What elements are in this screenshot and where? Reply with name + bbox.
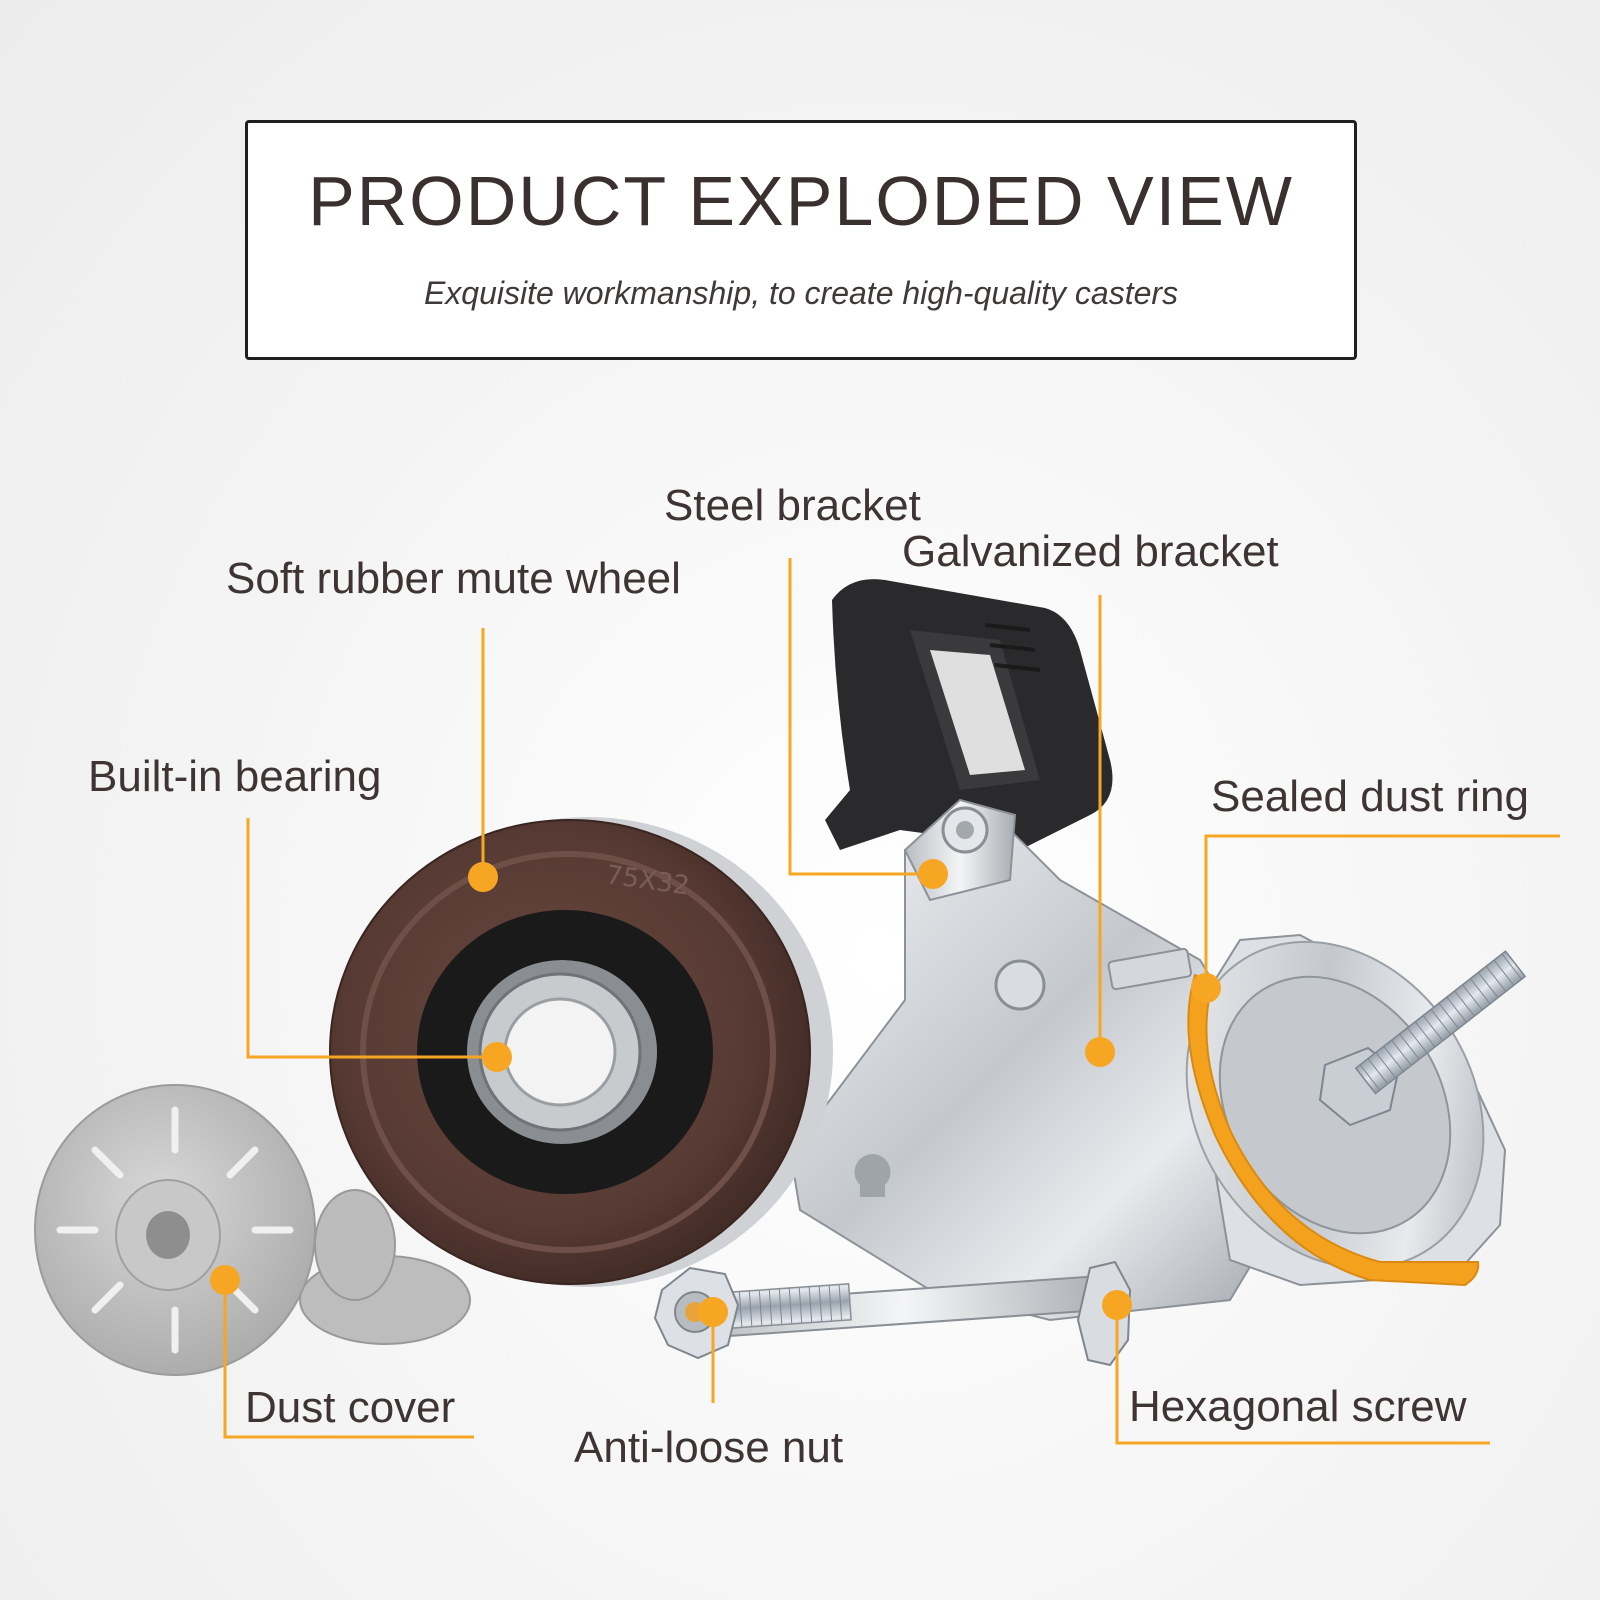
- brake-lever: [825, 579, 1113, 854]
- rubber-wheel: 75X32: [329, 817, 833, 1287]
- label-steel-bracket: Steel bracket: [664, 481, 921, 530]
- dot-sealed-dust-ring: [1191, 973, 1221, 1003]
- leader-dust-cover: [223, 1280, 474, 1439]
- label-galvanized-bracket: Galvanized bracket: [902, 527, 1279, 576]
- label-sealed-dust-ring: Sealed dust ring: [1211, 772, 1529, 821]
- header-box: PRODUCT EXPLODED VIEW Exquisite workmans…: [245, 120, 1357, 360]
- page-title: PRODUCT EXPLODED VIEW: [308, 162, 1294, 240]
- dot-steel-bracket: [918, 859, 948, 889]
- label-anti-loose-nut: Anti-loose nut: [574, 1423, 844, 1472]
- dot-hexagonal-screw: [1102, 1290, 1132, 1320]
- leader-steel-bracket: [788, 558, 920, 876]
- swivel-bracket: [788, 798, 1292, 1322]
- label-dust-cover: Dust cover: [245, 1383, 456, 1432]
- label-hexagonal-screw: Hexagonal screw: [1129, 1382, 1467, 1431]
- dot-galvanized-bracket: [1085, 1037, 1115, 1067]
- page-subtitle: Exquisite workmanship, to create high-qu…: [423, 275, 1179, 311]
- leader-hexagonal-screw: [1115, 1305, 1490, 1445]
- dot-soft-rubber-mute-wheel: [468, 862, 498, 892]
- dot-built-in-bearing: [482, 1042, 512, 1072]
- label-soft-rubber-mute-wheel: Soft rubber mute wheel: [226, 554, 681, 603]
- callout-dots: [210, 859, 1221, 1327]
- top-plate-assembly: [1185, 933, 1527, 1287]
- leader-sealed-dust-ring: [1204, 834, 1560, 988]
- leader-built-in-bearing: [246, 818, 497, 1059]
- label-built-in-bearing: Built-in bearing: [88, 752, 382, 801]
- dot-dust-cover: [210, 1265, 240, 1295]
- callout-leaders: [223, 558, 1560, 1445]
- dust-covers: [34, 1084, 471, 1376]
- dot-anti-loose-nut: [698, 1297, 728, 1327]
